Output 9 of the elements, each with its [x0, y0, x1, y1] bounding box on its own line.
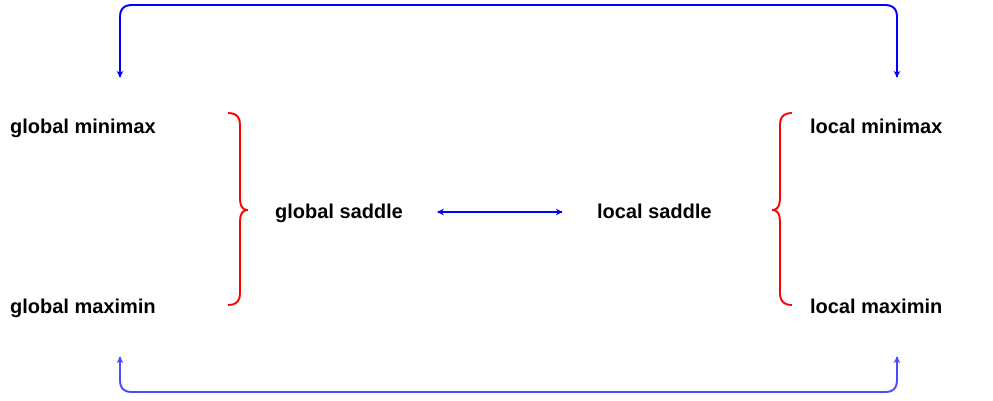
- node-label: global saddle: [275, 201, 403, 223]
- node-label: local minimax: [810, 116, 942, 138]
- node-label: global maximin: [10, 296, 156, 318]
- arrow: [437, 208, 563, 216]
- arrow: [116, 4, 900, 78]
- arrow: [116, 356, 900, 393]
- node-label: local saddle: [597, 201, 712, 223]
- node-label: local maximin: [810, 296, 942, 318]
- node-label: global minimax: [10, 116, 156, 138]
